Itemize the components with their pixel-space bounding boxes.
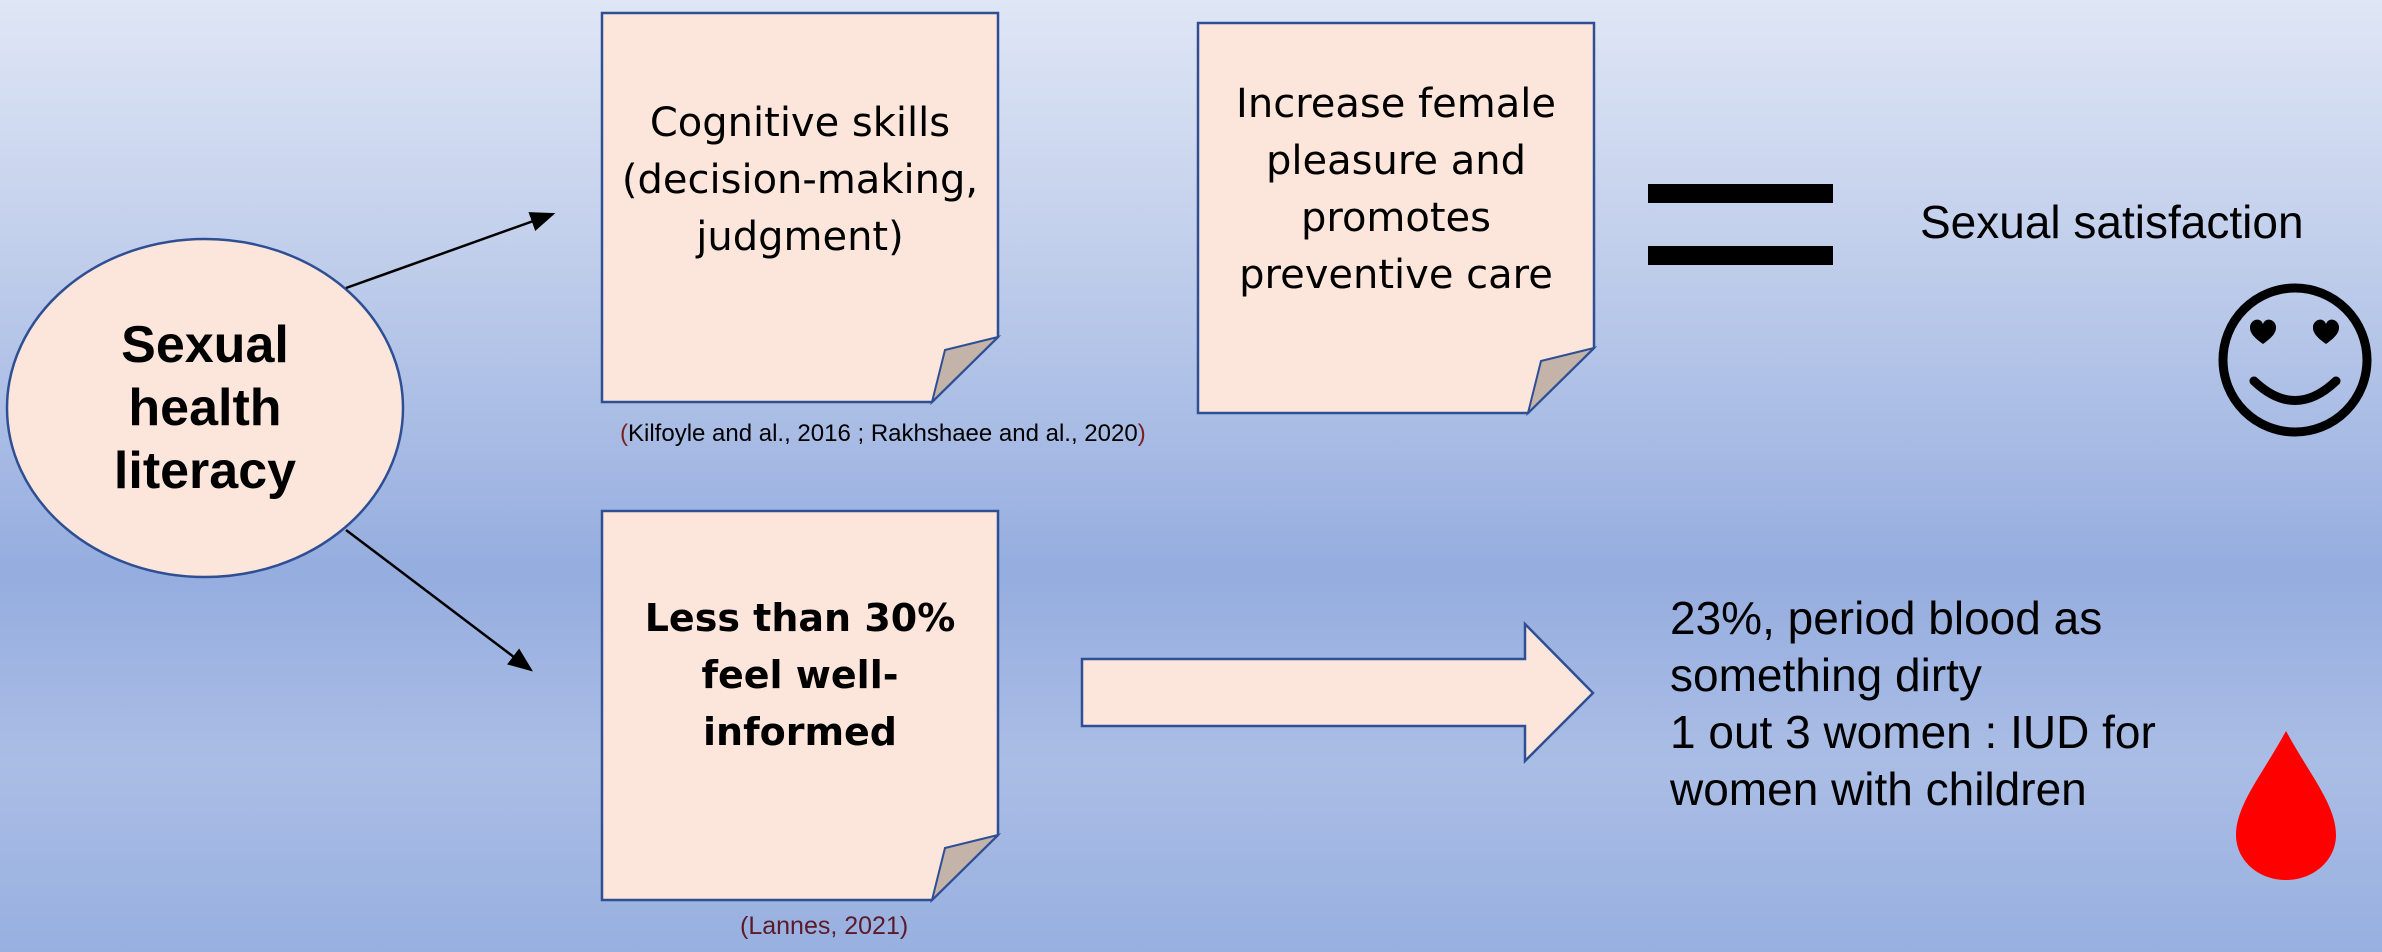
- concept-line: literacy: [113, 441, 297, 500]
- note-line: informed: [702, 709, 898, 754]
- note-line: Less than 30%: [644, 595, 956, 640]
- concept-line: health: [128, 378, 282, 437]
- note-cognitive-text: Cognitive skills (decision-making, judgm…: [602, 30, 998, 330]
- reference-bottom: (Lannes, 2021): [740, 912, 909, 940]
- concept-line: Sexual: [121, 315, 289, 374]
- note-line: feel well-: [701, 652, 899, 697]
- heart-eyes-smiley-icon: [2218, 283, 2372, 437]
- note-pleasure-shape: [1196, 21, 1598, 417]
- note-line: Cognitive skills: [649, 99, 951, 146]
- reference-body: Kilfoyle and al., 2016 ; Rakhshaee and a…: [628, 420, 1138, 447]
- note-line: promotes: [1300, 195, 1491, 241]
- fact-line: 23%, period blood as: [1670, 592, 2103, 644]
- concept-ellipse: [5, 237, 405, 579]
- equals-sign: [1648, 184, 1833, 265]
- fact-line: women with children: [1670, 763, 2087, 815]
- reference-paren-close: ): [1137, 420, 1146, 447]
- note-line: pleasure and: [1266, 138, 1526, 184]
- note-informed-shape: [600, 509, 1002, 904]
- blood-drop-icon: [2236, 731, 2336, 880]
- note-pleasure-text: Increase female pleasure and promotes pr…: [1198, 40, 1594, 340]
- block-arrow: [1080, 620, 1595, 765]
- arrow-to-cognitive: [345, 212, 556, 290]
- facts-text: 23%, period blood as something dirty 1 o…: [1670, 590, 2156, 818]
- note-line: Increase female: [1236, 81, 1556, 127]
- note-cognitive-shape: [600, 11, 1002, 406]
- fact-line: 1 out 3 women : IUD for: [1670, 706, 2156, 758]
- note-line: judgment): [696, 213, 904, 260]
- fact-line: something dirty: [1670, 649, 1982, 701]
- concept-label: Sexual health literacy: [6, 238, 404, 578]
- reference-paren-open: (: [620, 420, 628, 447]
- note-line: (decision-making,: [621, 156, 979, 203]
- sexual-satisfaction-label: Sexual satisfaction: [1920, 196, 2304, 248]
- note-informed-text: Less than 30% feel well- informed: [602, 540, 998, 810]
- reference-top: (Kilfoyle and al., 2016 ; Rakhshaee and …: [620, 420, 1146, 448]
- arrow-to-informed: [345, 529, 533, 672]
- note-line: preventive care: [1239, 252, 1553, 298]
